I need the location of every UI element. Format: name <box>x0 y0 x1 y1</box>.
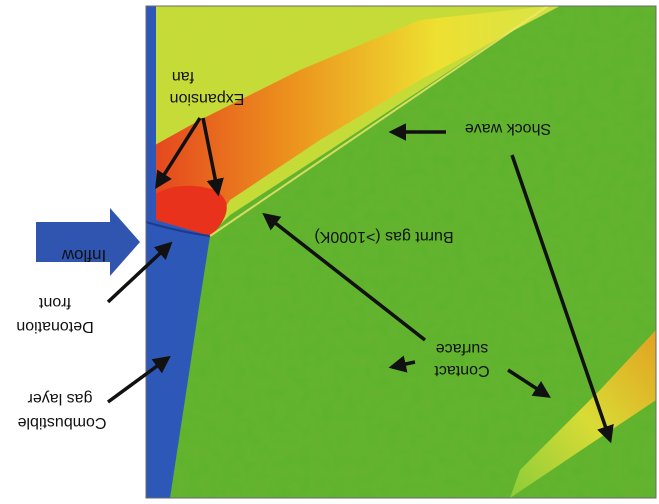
arrow-expansion-right <box>201 117 224 197</box>
annotation-arrows <box>106 117 614 444</box>
shock-wave-line <box>209 5 549 237</box>
label-surface: surface <box>436 340 489 357</box>
label-gas-layer: gas layer <box>27 390 93 407</box>
label-fan: fan <box>172 68 194 85</box>
label-inflow: Inflow <box>61 246 106 265</box>
label-combustible: Combustible <box>17 414 106 431</box>
arrow-contact-right <box>507 368 551 398</box>
figure-labels: Inflow fan Expansion Shock wave Burnt ga… <box>16 68 551 431</box>
label-burnt-gas: Burnt gas (>1000K) <box>314 228 453 245</box>
inflow-arrow <box>36 208 140 276</box>
label-expansion: Expansion <box>170 90 245 107</box>
simulation-field <box>145 5 657 499</box>
arrow-contact-left <box>388 355 416 373</box>
lower-shock-band <box>510 330 656 498</box>
arrow-detonation-front <box>106 241 173 304</box>
arrow-shock-wave-bottom <box>510 154 614 444</box>
label-detonation: Detonation <box>16 318 93 335</box>
label-shock-wave: Shock wave <box>465 120 551 137</box>
detonation-front <box>145 221 211 237</box>
label-contact: Contact <box>434 362 490 379</box>
combustible-gas-layer <box>146 6 210 498</box>
arrow-expansion-left <box>155 117 202 189</box>
label-front: front <box>38 294 71 311</box>
arrow-combustible-layer <box>106 355 171 404</box>
domain-border <box>145 5 657 499</box>
arrow-burnt-gas <box>262 212 427 342</box>
shock-hot-band <box>146 6 560 238</box>
